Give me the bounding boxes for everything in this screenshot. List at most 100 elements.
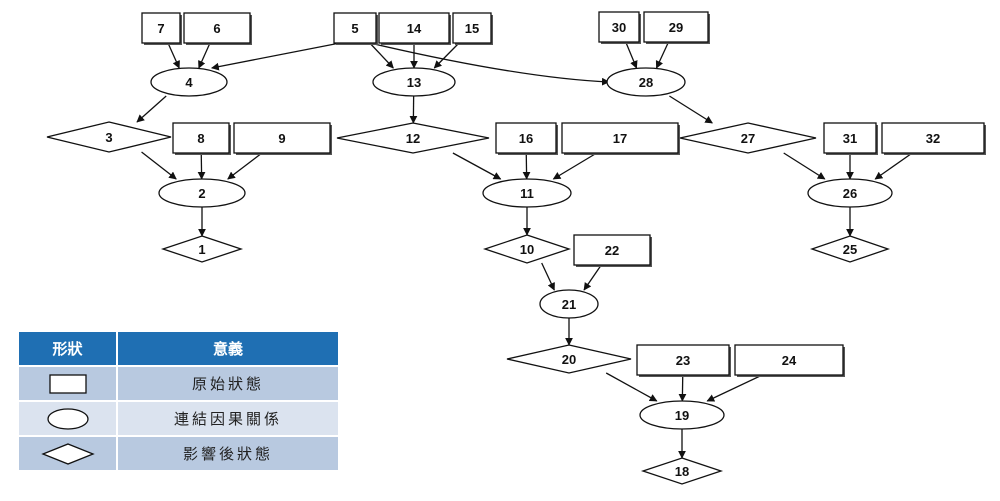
rectangle-icon (48, 373, 87, 394)
node-label: 12 (406, 131, 420, 146)
node-rect (141, 12, 181, 44)
edge-30-to-28 (625, 41, 638, 69)
node-29: 29 (643, 11, 710, 44)
legend-meaning-diamond: 影響後狀態 (116, 435, 340, 472)
node-ellipse (606, 67, 686, 97)
node-19: 19 (639, 400, 725, 430)
node-14: 14 (378, 12, 451, 45)
edge-6-to-4 (198, 42, 211, 69)
node-30: 30 (598, 11, 641, 44)
node-label: 13 (407, 75, 421, 90)
node-label: 17 (613, 131, 627, 146)
legend-row-rect: 原始狀態 (17, 365, 340, 402)
edge-5-to-28 (369, 42, 610, 86)
node-ellipse (807, 178, 893, 208)
edge-27-to-26 (783, 152, 826, 180)
edge-15-to-13 (433, 42, 460, 69)
node-label: 24 (782, 353, 797, 368)
node-1: 1 (160, 235, 244, 263)
node-rect (643, 11, 709, 43)
node-label: 9 (278, 131, 285, 146)
node-label: 8 (197, 131, 204, 146)
legend-row-ellipse: 連結因果關係 (17, 400, 340, 437)
edge-24-to-19 (706, 374, 763, 402)
legend-header-shape: 形狀 (17, 330, 118, 367)
node-label: 19 (675, 408, 689, 423)
node-21: 21 (539, 289, 599, 319)
node-label: 15 (465, 21, 479, 36)
node-rect (561, 122, 679, 154)
node-label: 3 (105, 130, 112, 145)
node-label: 6 (213, 21, 220, 36)
edge-17-to-11 (552, 152, 598, 180)
node-label: 4 (185, 75, 193, 90)
node-4: 4 (150, 67, 228, 97)
edge-7-to-4 (167, 42, 180, 69)
edge-28-to-27 (669, 95, 713, 124)
node-10: 10 (482, 234, 572, 264)
legend-meaning-rect: 原始狀態 (116, 365, 340, 402)
edge-20-to-19 (605, 372, 658, 402)
node-3: 3 (46, 121, 172, 153)
node-rect (598, 11, 640, 43)
legend-header-meaning: 意義 (116, 330, 340, 367)
node-diamond (679, 122, 817, 154)
node-32: 32 (881, 122, 986, 155)
edge-3-to-2 (141, 151, 177, 180)
edges-layer (136, 41, 913, 459)
edge-5-to-13 (369, 42, 394, 69)
legend-meaning-ellipse: 連結因果關係 (116, 400, 340, 437)
node-diamond (809, 235, 891, 263)
node-rect (881, 122, 985, 154)
edge-32-to-26 (874, 152, 913, 180)
node-8: 8 (172, 122, 231, 155)
node-diamond (336, 122, 490, 154)
node-label: 31 (843, 131, 857, 146)
node-18: 18 (640, 457, 724, 485)
node-label: 18 (675, 464, 689, 479)
node-11: 11 (482, 178, 572, 208)
legend-row-diamond: 影響後狀態 (17, 435, 340, 472)
node-rect (378, 12, 450, 44)
ellipse-icon (46, 407, 89, 430)
node-label: 28 (639, 75, 653, 90)
edge-9-to-2 (227, 152, 263, 180)
node-label: 16 (519, 131, 533, 146)
node-label: 30 (612, 20, 626, 35)
node-2: 2 (158, 178, 246, 208)
node-label: 23 (676, 353, 690, 368)
edge-4-to-3 (136, 95, 167, 123)
node-label: 7 (157, 21, 164, 36)
node-24: 24 (734, 344, 845, 377)
node-diamond (160, 235, 244, 263)
legend-shape-cell (17, 435, 118, 472)
node-6: 6 (183, 12, 252, 45)
node-label: 5 (351, 21, 358, 36)
node-label: 1 (198, 242, 205, 257)
node-label: 14 (407, 21, 422, 36)
node-label: 10 (520, 242, 534, 257)
node-rect (573, 234, 651, 266)
diamond-icon (40, 442, 95, 465)
node-31: 31 (823, 122, 878, 155)
edge-5-to-4 (211, 42, 341, 71)
node-15: 15 (452, 12, 493, 45)
node-label: 27 (741, 131, 755, 146)
edge-29-to-28 (655, 41, 670, 69)
node-17: 17 (561, 122, 680, 155)
node-label: 11 (520, 186, 534, 201)
edge-12-to-11 (452, 152, 502, 180)
legend-header-row: 形狀 意義 (17, 330, 340, 367)
node-13: 13 (372, 67, 456, 97)
node-rect (233, 122, 331, 154)
node-rect (495, 122, 557, 154)
node-label: 21 (562, 297, 576, 312)
node-label: 22 (605, 243, 619, 258)
edge-10-to-21 (541, 262, 555, 291)
node-label: 25 (843, 242, 857, 257)
legend-shape-cell (17, 400, 118, 437)
node-ellipse (150, 67, 228, 97)
node-diamond (506, 344, 632, 374)
